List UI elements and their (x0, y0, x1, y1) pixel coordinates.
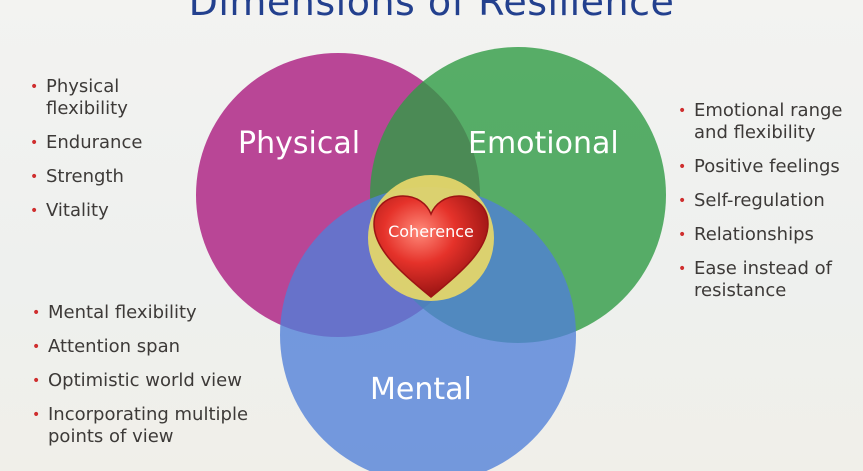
bullet-dot-icon: • (32, 339, 41, 355)
bullet-dot-icon: • (30, 169, 39, 185)
list-item: •Optimistic world view (32, 370, 242, 391)
mental-bullet-list: •Mental flexibility •Attention span •Opt… (32, 302, 292, 460)
list-item: •Endurance (30, 132, 143, 153)
list-item: •Mental flexibility (32, 302, 197, 323)
bullet-dot-icon: • (678, 159, 687, 175)
bullet-dot-icon: • (32, 305, 41, 321)
bullet-dot-icon: • (678, 103, 687, 119)
emotional-label: Emotional (468, 126, 619, 161)
list-item: •Vitality (30, 200, 109, 221)
bullet-dot-icon: • (30, 203, 39, 219)
coherence-label: Coherence (388, 222, 474, 241)
list-item: •Emotional range and flexibility (678, 100, 843, 143)
bullet-dot-icon: • (32, 407, 41, 423)
bullet-dot-icon: • (32, 373, 41, 389)
heart-icon (373, 195, 489, 298)
mental-circle (280, 187, 576, 471)
physical-label: Physical (238, 126, 361, 161)
list-item: •Strength (30, 166, 124, 187)
mental-label: Mental (370, 372, 472, 407)
list-item: •Relationships (678, 224, 814, 245)
bullet-dot-icon: • (30, 135, 39, 151)
emotional-bullet-list: •Emotional range and flexibility •Positi… (678, 100, 863, 314)
bullet-dot-icon: • (678, 261, 687, 277)
bullet-dot-icon: • (678, 227, 687, 243)
physical-bullet-list: •Physical flexibility •Endurance •Streng… (30, 76, 200, 234)
page-title: Dimensions of Resilience (188, 0, 675, 24)
list-item: •Self-regulation (678, 190, 825, 211)
bullet-dot-icon: • (30, 79, 39, 95)
list-item: •Ease instead of resistance (678, 258, 833, 301)
list-item: •Incorporating multiple points of view (32, 404, 249, 447)
list-item: •Positive feelings (678, 156, 840, 177)
list-item: •Physical flexibility (30, 76, 128, 119)
bullet-dot-icon: • (678, 193, 687, 209)
list-item: •Attention span (32, 336, 181, 357)
